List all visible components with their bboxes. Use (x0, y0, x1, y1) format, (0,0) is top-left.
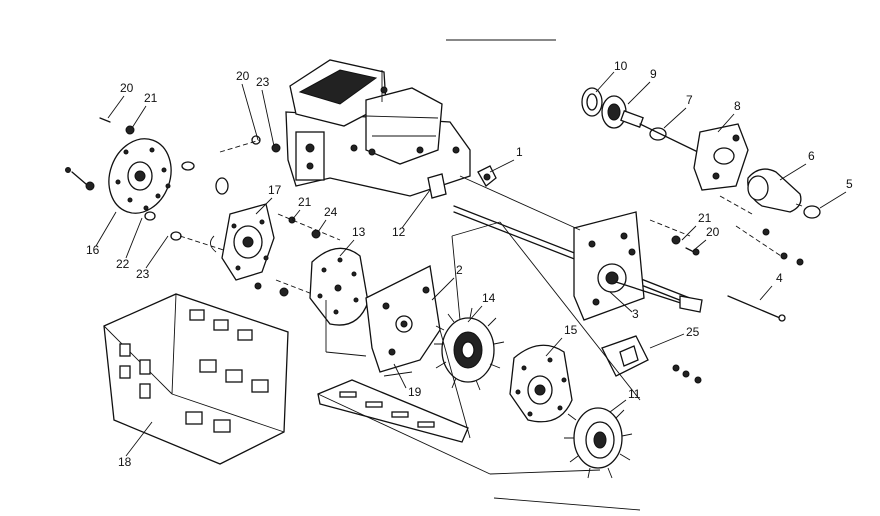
leader-line-c20c (693, 239, 707, 251)
leader-line-c23b (145, 235, 169, 269)
callout-number-c9: 9 (650, 67, 657, 81)
leader-line-c9 (627, 81, 651, 105)
leader-line-c21b (291, 209, 301, 221)
leader-line-c18 (125, 421, 153, 457)
callout-number-c21b: 21 (298, 195, 312, 209)
part-14-gear (434, 307, 505, 391)
callout-number-c5: 5 (846, 177, 853, 191)
callout-number-c17: 17 (268, 183, 282, 197)
part-18-shield (103, 293, 289, 465)
screws-right (671, 195, 804, 266)
callout-number-c7: 7 (686, 93, 693, 107)
callout-number-c21c: 21 (698, 211, 712, 225)
leader-line-c16 (95, 211, 117, 247)
callout-number-c16: 16 (86, 243, 100, 257)
part-4-rod (727, 295, 786, 322)
leader-line-c5 (819, 191, 847, 209)
leader-line-c22 (125, 217, 143, 259)
leader-line-c2 (431, 277, 455, 301)
callout-number-c6: 6 (808, 149, 815, 163)
callout-number-c18: 18 (118, 455, 132, 469)
part-2-plate (365, 265, 441, 377)
leader-line-c19 (393, 363, 407, 389)
part-15-disk (509, 344, 573, 423)
leader-line-c3 (609, 291, 633, 313)
leader-line-c7 (663, 107, 687, 129)
part-11-gear (564, 407, 633, 479)
callout-number-c12: 12 (392, 225, 406, 239)
leader-line-c4 (759, 285, 773, 301)
callout-number-c4: 4 (776, 271, 783, 285)
callout-number-c20b: 20 (236, 69, 250, 83)
main-chassis (285, 59, 471, 199)
callout-number-c19: 19 (408, 385, 422, 399)
callout-number-c3: 3 (632, 307, 639, 321)
leader-line-c17 (255, 197, 273, 215)
leader-line-c25 (649, 333, 685, 349)
leader-line-c11 (609, 399, 627, 413)
part-25-bracket (601, 335, 702, 384)
callout-number-c22: 22 (116, 257, 130, 271)
leader-line-c20b (241, 83, 259, 141)
part-16-disk (108, 138, 172, 214)
callout-number-c14: 14 (482, 291, 496, 305)
callout-number-c1: 1 (516, 145, 523, 159)
callout-number-c15: 15 (564, 323, 578, 337)
leader-line-c8 (717, 113, 735, 133)
leader-line-c6 (779, 163, 807, 181)
callout-number-c2: 2 (456, 263, 463, 277)
leader-line-c10 (595, 71, 615, 93)
callout-number-c11: 11 (628, 387, 641, 401)
leader-line-c14 (467, 305, 483, 323)
callout-number-c8: 8 (734, 99, 741, 113)
callout-number-c20c: 20 (706, 225, 720, 239)
leader-line-c12 (401, 189, 431, 229)
shaft-and-plate (453, 205, 703, 321)
callout-number-c25: 25 (686, 325, 700, 339)
callout-number-c24: 24 (324, 205, 338, 219)
screws-left (65, 117, 281, 255)
callout-number-c10: 10 (614, 59, 628, 73)
part-17-disk (210, 203, 341, 301)
callout-number-c21a: 21 (144, 91, 158, 105)
bottom-rule (493, 497, 641, 511)
callout-number-c23a: 23 (256, 75, 270, 89)
callout-number-c13: 13 (352, 225, 366, 239)
part-5-washer (803, 205, 821, 219)
part-13-disk (309, 247, 369, 326)
motor-assembly (581, 87, 821, 219)
leader-line-c15 (545, 337, 563, 357)
callout-number-c20a: 20 (120, 81, 134, 95)
leader-line-c21a (131, 105, 147, 129)
leader-line-c21c (681, 225, 697, 241)
leader-line-c1 (489, 159, 515, 173)
alignment-lines (317, 175, 691, 475)
bottom-base-strip (317, 379, 469, 443)
chassis-side-bracket (295, 131, 325, 181)
part-12-clip (427, 173, 447, 199)
leader-line-c24 (317, 219, 327, 233)
leader-line-c23a (261, 89, 275, 147)
callout-number-c23b: 23 (136, 267, 150, 281)
leader-line-c20a (107, 95, 125, 119)
leader-line-c13 (339, 239, 355, 257)
part-1-knob (477, 165, 497, 187)
